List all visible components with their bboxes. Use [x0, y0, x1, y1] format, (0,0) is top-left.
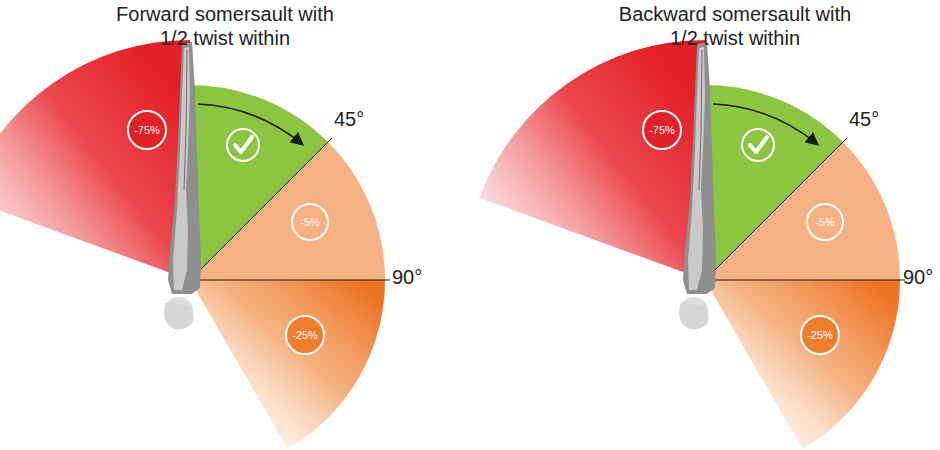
angle-label: 45° [849, 108, 879, 131]
penalty-value: -75% [649, 124, 675, 136]
forward-diagram [0, 40, 390, 449]
penalty-value: -5% [815, 216, 835, 228]
angle-label: 90° [903, 266, 933, 289]
penalty-value: -5% [300, 216, 320, 228]
penalty-badge: -75% [127, 110, 167, 150]
penalty-badge: -25% [285, 315, 325, 355]
penalty-value: -25% [292, 329, 318, 341]
penalty-value: -75% [134, 124, 160, 136]
backward-diagram [480, 40, 906, 449]
penalty-badge: -5% [806, 203, 844, 241]
penalty-badge: -75% [642, 110, 682, 150]
penalty-badge: -5% [291, 203, 329, 241]
penalty-badge: -25% [800, 315, 840, 355]
penalty-value: -25% [807, 329, 833, 341]
angle-label: 90° [392, 266, 422, 289]
diagram-title: Backward somersault with 1/2 twist withi… [610, 2, 860, 50]
angle-label: 45° [334, 108, 364, 131]
diagram-title: Forward somersault with 1/2 twist within [100, 2, 350, 50]
